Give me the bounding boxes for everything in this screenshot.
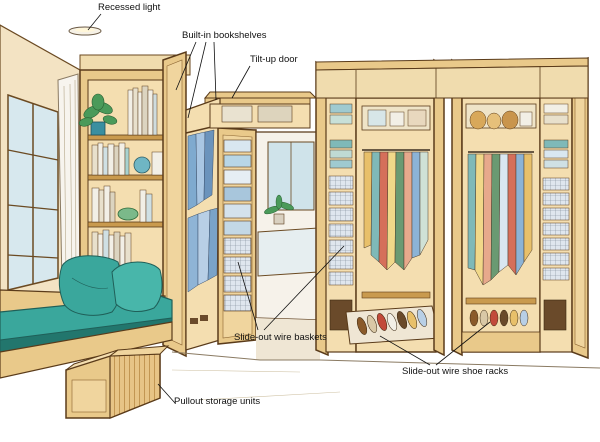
window-wall: [0, 24, 81, 301]
center-hanging-closet: [345, 97, 441, 353]
ceiling-area: [68, 26, 102, 36]
doorway-view: [255, 131, 321, 360]
pullout-storage-unit: [65, 345, 170, 419]
window-seat: [0, 255, 173, 379]
floor: [171, 351, 600, 401]
label-slide-out-wire-baskets: Slide-out wire baskets: [234, 332, 327, 343]
basket-door: [217, 127, 257, 345]
label-slide-out-wire-shoe-racks: Slide-out wire shoe racks: [402, 366, 509, 377]
label-recessed-light: Recessed light: [98, 2, 161, 13]
right-hanging-closet: [461, 97, 541, 353]
cornice: [315, 57, 589, 99]
right-shelf-column: [539, 97, 573, 353]
label-built-in-bookshelves: Built-in bookshelves: [182, 30, 267, 41]
label-pullout-storage-units: Pullout storage units: [174, 396, 261, 407]
left-open-door: [162, 50, 187, 358]
folded-clothes-closet: [315, 60, 357, 357]
center-doors: [433, 58, 463, 357]
header-storage: [203, 91, 318, 129]
label-tilt-up-door: Tilt-up door: [250, 54, 298, 65]
right-open-door: [571, 56, 589, 360]
leader-lines: [87, 13, 491, 404]
left-hanging-closet: [185, 97, 221, 351]
